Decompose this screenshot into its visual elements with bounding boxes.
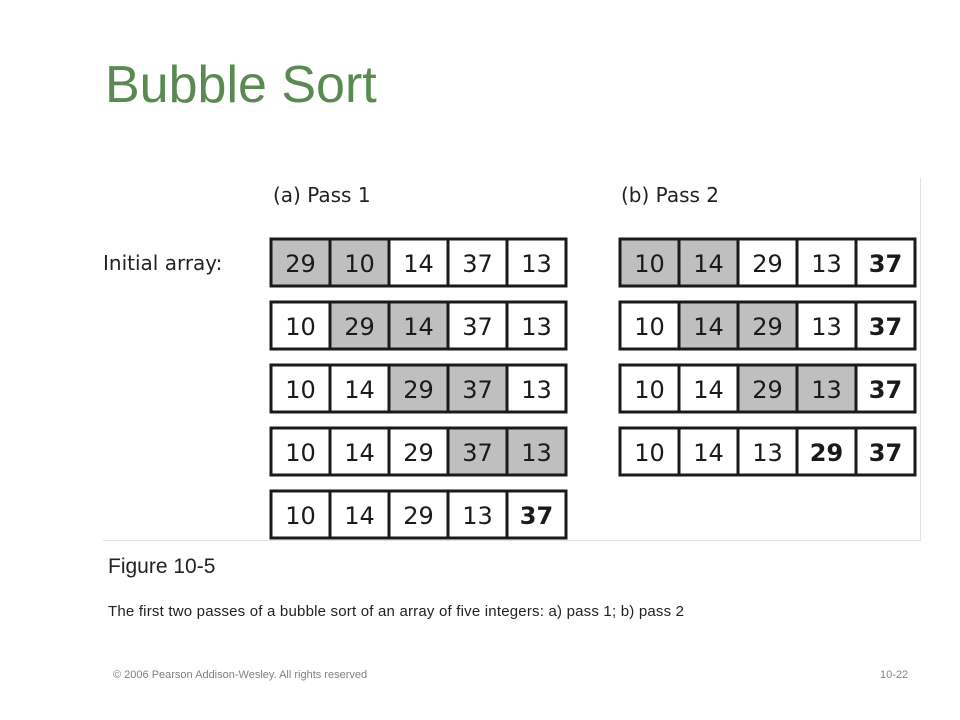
- array-cell-value: 37: [869, 439, 902, 467]
- array-cell-value: 37: [462, 376, 493, 404]
- array-cell-value: 29: [752, 313, 783, 341]
- array-cell-value: 14: [344, 376, 375, 404]
- array-cell: [505, 300, 568, 351]
- array-cell-value: 29: [403, 376, 434, 404]
- array-cell: [505, 489, 568, 540]
- pass-1-array-row: 10 14 29 37 13: [269, 363, 568, 414]
- array-cell-value: 29: [403, 502, 434, 530]
- array-cell-value: 14: [693, 250, 724, 278]
- array-cell: [269, 489, 332, 540]
- array-cell: [854, 363, 917, 414]
- array-cell-value: 13: [811, 250, 842, 278]
- array-cell: [505, 426, 568, 477]
- array-cell-value: 14: [693, 439, 724, 467]
- array-cell: [618, 363, 681, 414]
- array-cell-value: 29: [752, 376, 783, 404]
- array-cell-value: 13: [752, 439, 783, 467]
- array-cell: [677, 237, 740, 288]
- array-cell-value: 13: [521, 313, 552, 341]
- array-cell: [269, 237, 332, 288]
- array-cell: [795, 300, 858, 351]
- array-cell-value: 10: [634, 313, 665, 341]
- array-cell: [736, 363, 799, 414]
- array-cell-value: 29: [752, 250, 783, 278]
- pass-2-rows: 10 14 29 13 37 10 14 29 13 37 10 14 29 13 37 10 14 13 29 37: [618, 237, 917, 477]
- array-cell-value: 13: [811, 376, 842, 404]
- array-cell: [854, 237, 917, 288]
- array-cell-value: 10: [634, 439, 665, 467]
- pass-2-array-row: 10 14 29 13 37: [618, 237, 917, 288]
- array-cell-value: 14: [344, 502, 375, 530]
- array-cell: [328, 237, 391, 288]
- pass-2-label: (b) Pass 2: [621, 183, 719, 207]
- array-cell: [854, 300, 917, 351]
- pass-1-array-row: 10 29 14 37 13: [269, 300, 568, 351]
- array-cell: [387, 300, 450, 351]
- figure-caption: Figure 10-5: [108, 555, 216, 578]
- array-cell-value: 10: [285, 502, 316, 530]
- footer-page-number: 10-22: [880, 669, 909, 681]
- array-cell: [446, 300, 509, 351]
- array-cell-value: 10: [634, 250, 665, 278]
- array-cell-value: 37: [462, 250, 493, 278]
- pass-1-rows: 29 10 14 37 13 10 29 14 37 13 10 14 29 37 13 10 14 29 37 13…: [269, 237, 568, 540]
- pass-2-array-row: 10 14 29 13 37: [618, 363, 917, 414]
- array-cell-value: 10: [285, 439, 316, 467]
- array-cell-value: 37: [869, 250, 902, 278]
- array-cell: [328, 363, 391, 414]
- array-cell: [854, 426, 917, 477]
- array-cell: [677, 426, 740, 477]
- array-cell: [505, 363, 568, 414]
- array-cell-value: 37: [520, 502, 553, 530]
- slide-title: Bubble Sort: [105, 56, 377, 114]
- array-cell: [736, 237, 799, 288]
- array-cell: [387, 489, 450, 540]
- array-cell-value: 37: [869, 313, 902, 341]
- array-cell: [387, 237, 450, 288]
- array-cell-value: 37: [462, 313, 493, 341]
- array-cell-value: 13: [811, 313, 842, 341]
- pass-1-array-row: 10 14 29 37 13: [269, 426, 568, 477]
- array-cell-value: 14: [693, 313, 724, 341]
- initial-array-label: Initial array:: [103, 251, 222, 275]
- array-cell-value: 10: [285, 313, 316, 341]
- array-cell: [618, 300, 681, 351]
- array-cell-value: 29: [810, 439, 843, 467]
- pass-1-array-row: 10 14 29 13 37: [269, 489, 568, 540]
- array-cell-value: 29: [344, 313, 375, 341]
- array-cell-value: 13: [521, 376, 552, 404]
- pass-2-array-row: 10 14 29 13 37: [618, 300, 917, 351]
- array-cell-value: 14: [344, 439, 375, 467]
- array-cell-value: 13: [521, 250, 552, 278]
- array-cell-value: 37: [462, 439, 493, 467]
- array-cell-value: 13: [521, 439, 552, 467]
- array-cell: [328, 426, 391, 477]
- array-cell-value: 29: [403, 439, 434, 467]
- array-cell-value: 13: [462, 502, 493, 530]
- array-cell-value: 29: [285, 250, 316, 278]
- pass-1-label: (a) Pass 1: [273, 183, 371, 207]
- array-cell: [618, 426, 681, 477]
- array-cell-value: 10: [634, 376, 665, 404]
- footer-copyright: © 2006 Pearson Addison-Wesley. All right…: [113, 669, 368, 681]
- array-cell-value: 14: [403, 313, 434, 341]
- array-cell: [269, 426, 332, 477]
- array-cell-value: 14: [693, 376, 724, 404]
- pass-1-array-row: 29 10 14 37 13: [269, 237, 568, 288]
- array-cell-value: 10: [344, 250, 375, 278]
- array-cell: [505, 237, 568, 288]
- array-cell-value: 37: [869, 376, 902, 404]
- array-cell-value: 14: [403, 250, 434, 278]
- array-cell: [677, 363, 740, 414]
- figure-description: The first two passes of a bubble sort of…: [108, 603, 685, 620]
- array-cell: [446, 426, 509, 477]
- array-cell-value: 10: [285, 376, 316, 404]
- pass-2-array-row: 10 14 13 29 37: [618, 426, 917, 477]
- array-cell: [328, 300, 391, 351]
